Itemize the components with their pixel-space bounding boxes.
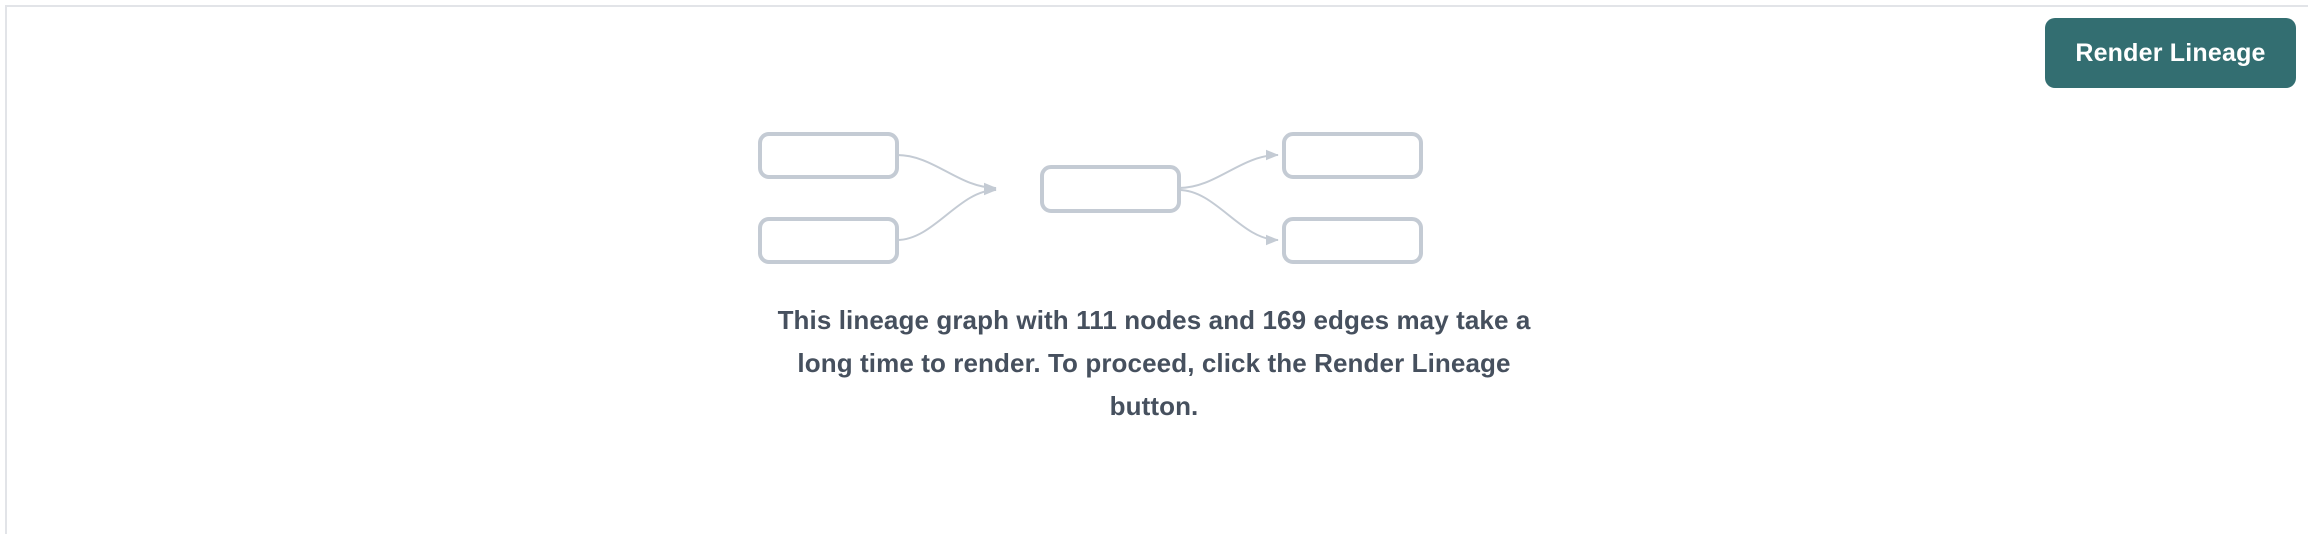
lineage-edge-downstream-1 [1178,149,1279,189]
render-lineage-button[interactable]: Render Lineage [2045,18,2296,88]
lineage-edge-upstream-1 [896,154,997,194]
lineage-node-upstream-2 [758,217,899,264]
panel-left-divider [5,5,7,534]
lineage-edge-upstream-2 [896,184,997,241]
lineage-node-downstream-2 [1282,217,1423,264]
empty-state-message: This lineage graph with 111 nodes and 16… [777,305,1531,421]
panel-top-divider [6,5,2308,7]
lineage-placeholder-graphic [758,132,1423,264]
lineage-node-focus [1040,165,1181,213]
lineage-node-upstream-1 [758,132,899,179]
lineage-edge-downstream-2 [1178,189,1279,246]
lineage-node-downstream-1 [1282,132,1423,179]
